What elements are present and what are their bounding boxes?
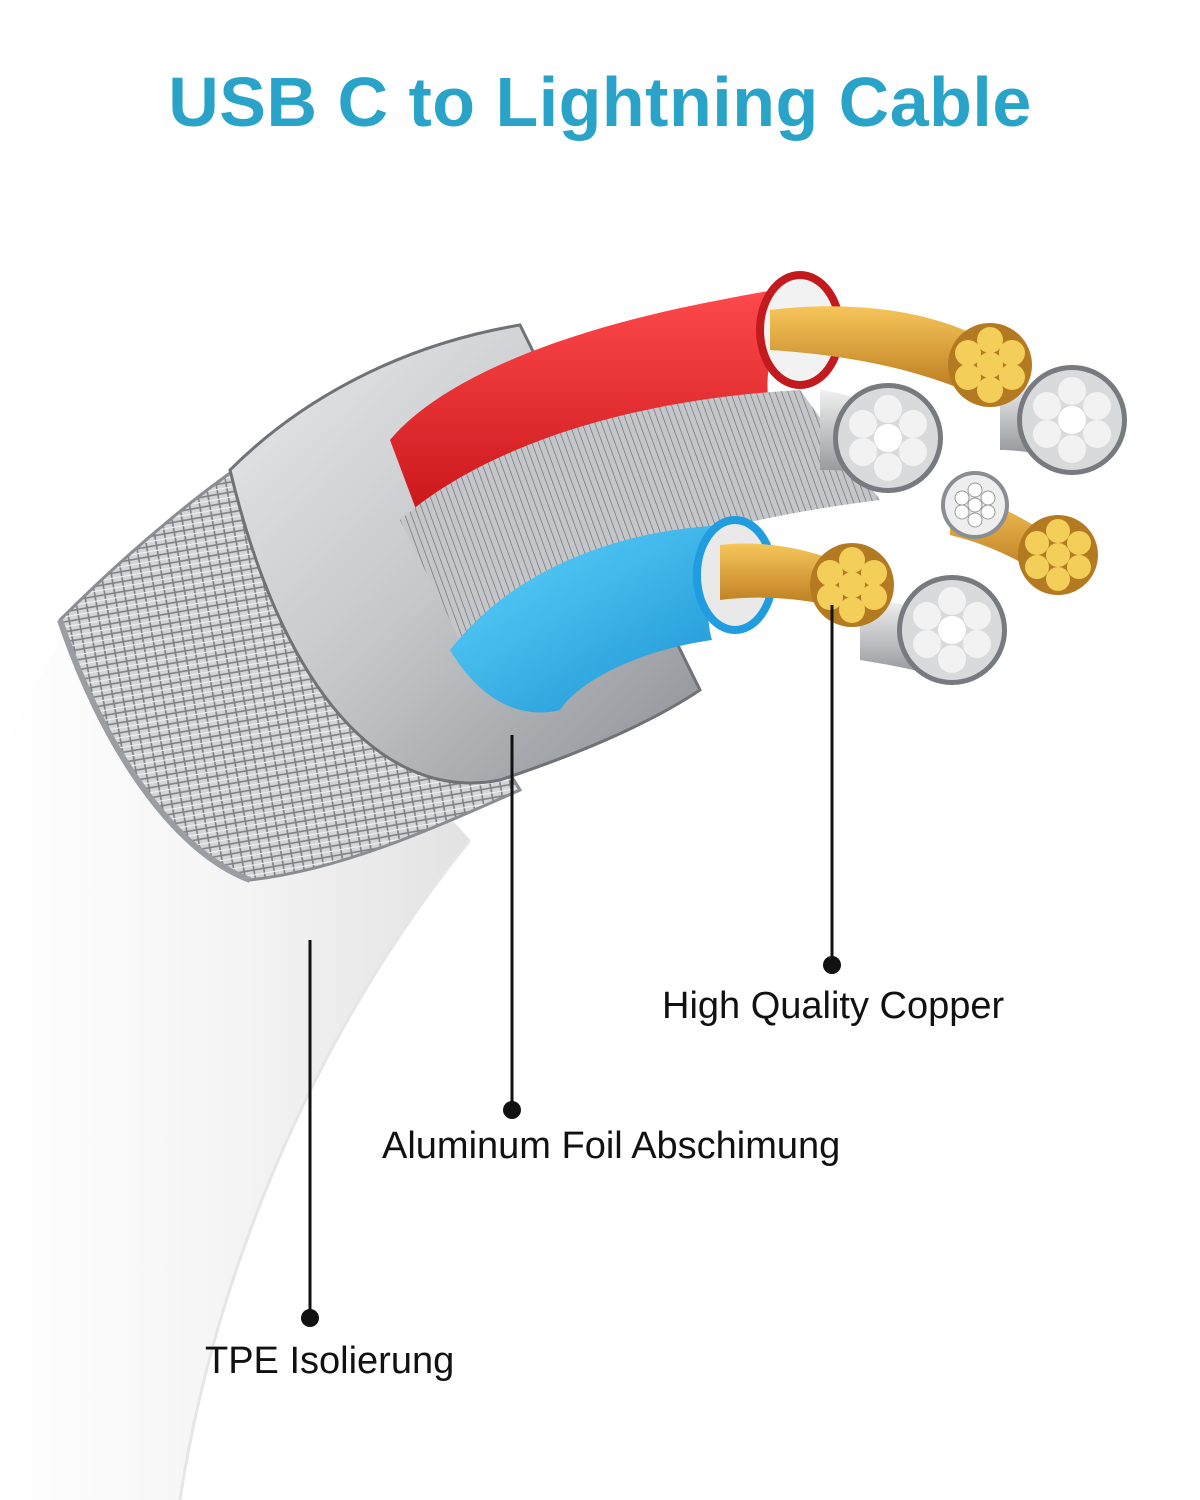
leader-line-copper [823,605,841,974]
copper-strand-end-right [1018,515,1098,595]
callout-label-tpe: TPE Isolierung [205,1340,455,1382]
callout-label-foil: Aluminum Foil Abschimung [382,1125,841,1167]
leader-dot-tpe [301,1309,319,1327]
leader-dot-foil [503,1101,521,1119]
leader-line-tpe [301,940,319,1327]
callout-label-copper: High Quality Copper [662,985,1005,1027]
silver-strand-end-bottom [897,575,1007,685]
leader-line-foil [503,735,521,1119]
page-title: USB C to Lightning Cable [168,63,1032,141]
silver-strand-end-top-right [1017,365,1127,475]
tinned-wire-bundle [400,390,880,640]
fine-strand-end [941,471,1009,539]
copper-strand-end-top [948,323,1032,407]
silver-strand-end-center [833,383,943,493]
copper-strand-end-bottom [810,543,894,627]
leader-dot-copper [823,956,841,974]
